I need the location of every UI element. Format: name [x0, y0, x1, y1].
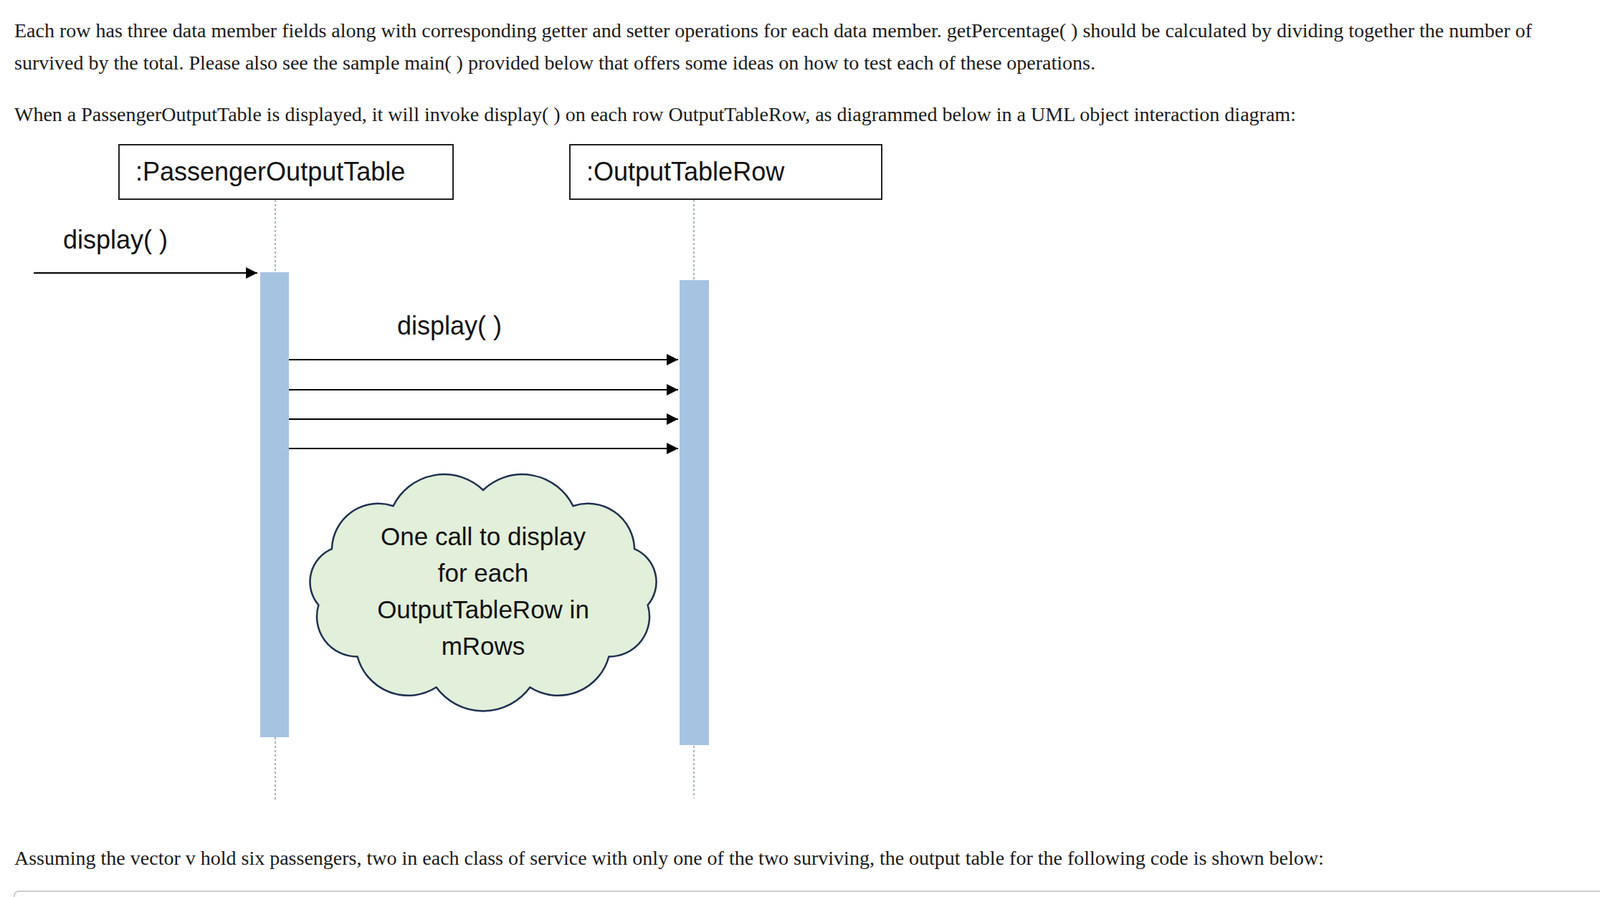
node-text: One call to display for each OutputTable… [375, 518, 591, 665]
message-arrow [33, 272, 258, 274]
object-box: :OutputTableRow [569, 144, 883, 200]
cloud-outline [292, 465, 674, 717]
message-arrow [288, 448, 679, 450]
paragraph: When a PassengerOutputTable is displayed… [14, 98, 1592, 131]
paragraph: Each row has three data member fields al… [14, 14, 1592, 79]
activation-bar [679, 280, 709, 746]
node-text: :PassengerOutputTable [135, 156, 406, 188]
node-text: :OutputTableRow [586, 156, 785, 188]
message-label: display( ) [397, 310, 502, 342]
activation-bar [260, 272, 289, 738]
object-box: :PassengerOutputTable [118, 144, 454, 200]
message-arrow [288, 418, 679, 421]
note-cloud: One call to display for each OutputTable… [292, 465, 674, 717]
code-panel-edge [14, 891, 1600, 897]
message-arrow [288, 359, 679, 361]
paragraph: Assuming the vector v hold six passenger… [14, 842, 1592, 875]
cloud-shape [309, 474, 656, 712]
message-label: display( ) [63, 224, 168, 256]
message-arrow [288, 389, 679, 391]
message-arrows [33, 273, 679, 449]
